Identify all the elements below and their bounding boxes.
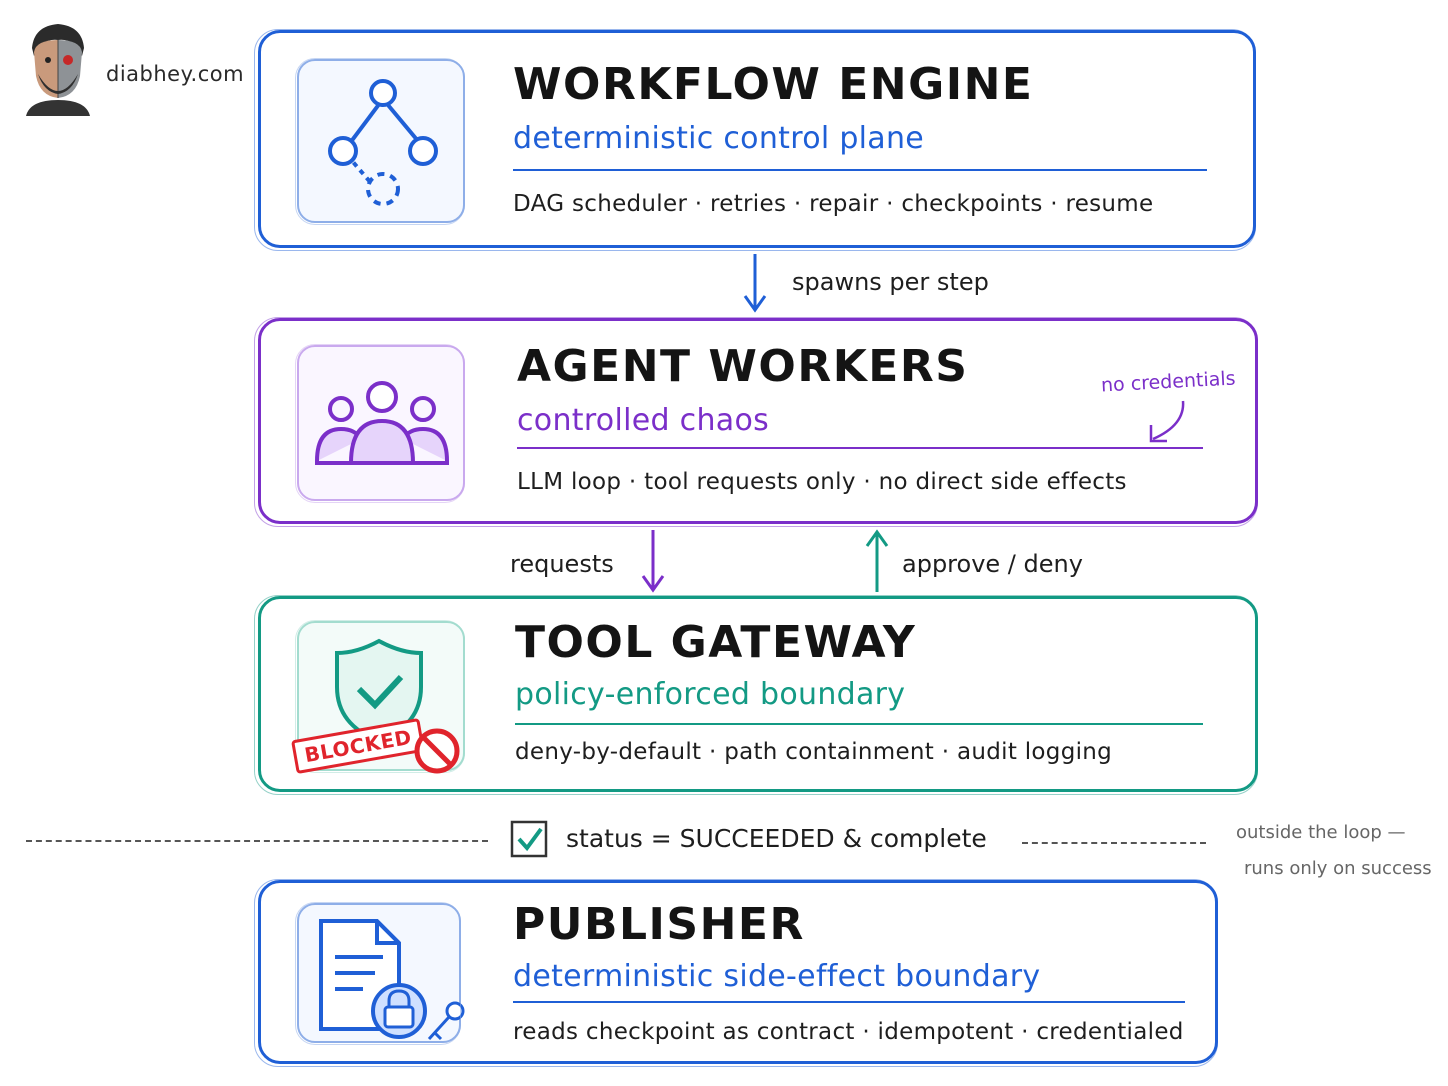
workflow-divider [513, 169, 1207, 171]
brand-site: diabhey.com [106, 62, 245, 86]
gateway-features: deny-by-default · path containment · aud… [515, 739, 1113, 765]
spawns-arrow [743, 254, 767, 313]
status-dash-left [26, 840, 488, 842]
requests-label: requests [510, 550, 614, 578]
avatar [22, 16, 94, 116]
locked-document-icon [319, 919, 465, 1041]
gateway-subtitle: policy-enforced boundary [515, 677, 906, 712]
publisher-subtitle: deterministic side-effect boundary [513, 959, 1041, 994]
gateway-icon-tile [295, 620, 465, 773]
workflow-engine-box: WORKFLOW ENGINE deterministic control pl… [254, 29, 1256, 251]
approve-deny-label: approve / deny [902, 550, 1083, 578]
agents-divider [517, 447, 1203, 449]
no-credentials-note: no credentials [1100, 367, 1237, 397]
runs-on-success-note: runs only on success [1244, 858, 1432, 879]
publisher-features: reads checkpoint as contract · idempoten… [513, 1019, 1184, 1045]
prohibited-icon [414, 728, 460, 774]
outside-loop-note: outside the loop — [1236, 822, 1406, 843]
spawns-label: spawns per step [792, 268, 989, 296]
status-checkbox-icon [510, 820, 548, 858]
requests-arrow [641, 530, 665, 593]
gateway-title: TOOL GATEWAY [515, 617, 917, 668]
workflow-title: WORKFLOW ENGINE [513, 59, 1034, 110]
workflow-subtitle: deterministic control plane [513, 121, 925, 156]
publisher-box: PUBLISHER deterministic side-effect boun… [254, 879, 1218, 1067]
agents-icon-tile [295, 344, 465, 503]
status-text: status = SUCCEEDED & complete [566, 824, 987, 853]
no-credentials-arrow [1149, 400, 1185, 443]
agent-workers-box: AGENT WORKERS controlled chaos LLM loop … [254, 317, 1258, 527]
users-group-icon [315, 381, 449, 465]
agents-subtitle: controlled chaos [517, 403, 770, 438]
status-dash-right [1022, 842, 1206, 844]
workflow-icon-tile [295, 58, 465, 225]
gateway-divider [515, 723, 1203, 725]
workflow-features: DAG scheduler · retries · repair · check… [513, 191, 1154, 217]
tool-gateway-box: BLOCKED TOOL GATEWAY policy-enforced bou… [254, 595, 1258, 795]
publisher-divider [513, 1001, 1185, 1003]
agents-title: AGENT WORKERS [517, 341, 969, 392]
publisher-title: PUBLISHER [513, 899, 805, 950]
agents-features: LLM loop · tool requests only · no direc… [517, 469, 1127, 495]
dag-nodes-icon [328, 79, 438, 206]
approve-deny-arrow [865, 529, 889, 592]
publisher-icon-tile [295, 902, 465, 1045]
